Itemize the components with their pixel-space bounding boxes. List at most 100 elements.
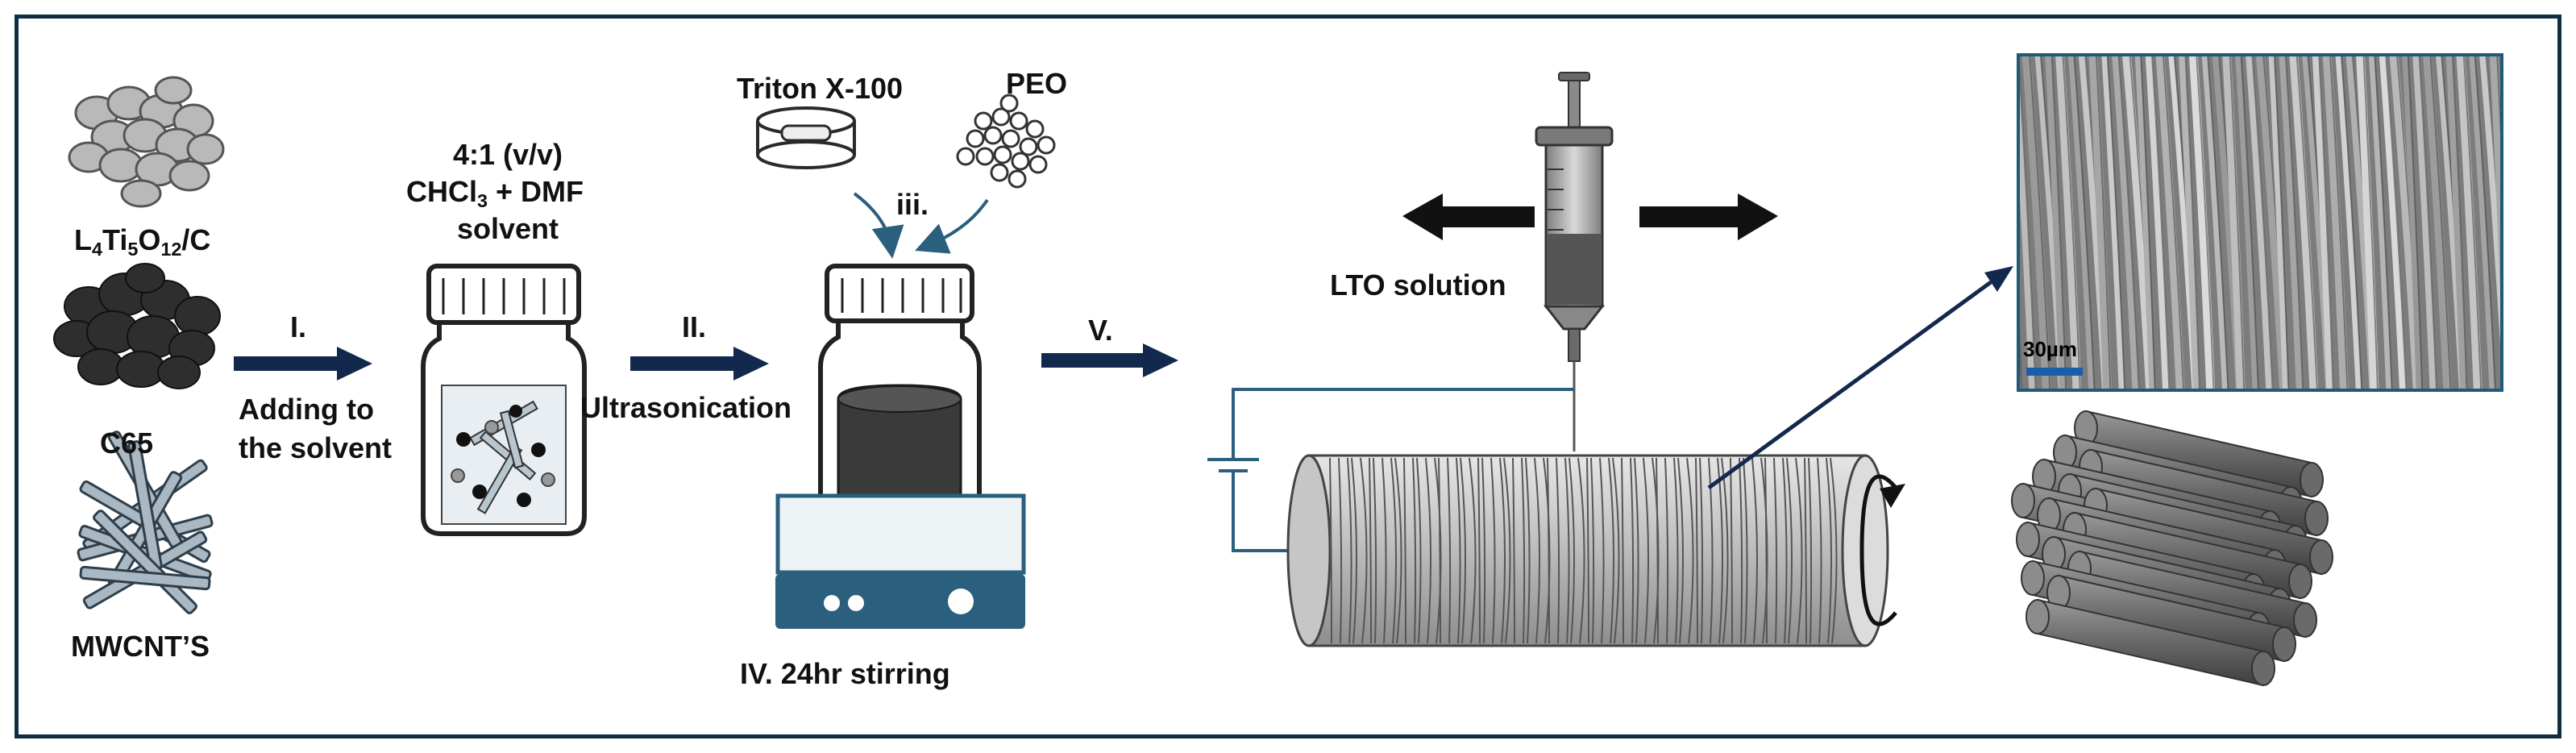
sem-fiber-shadow [2151, 56, 2171, 389]
sem-fiber-shadow [2095, 56, 2112, 389]
wound-fiber [1360, 457, 1368, 644]
wound-fiber [1826, 457, 1833, 644]
step-1-text-line1: Adding to [239, 393, 374, 426]
triton-dish-icon [756, 106, 856, 169]
zoom-arrow-icon [1707, 266, 2013, 490]
rod [2074, 410, 2324, 498]
sem-fiber [2246, 56, 2274, 389]
sem-fiber-shadow [2362, 56, 2379, 389]
sem-image [2017, 53, 2503, 392]
wound-fiber [1786, 457, 1793, 644]
wound-fiber [1577, 457, 1585, 644]
wound-fiber [1329, 457, 1332, 644]
wound-fiber [1512, 457, 1515, 644]
magnetic-stirrer-icon [775, 493, 1026, 629]
wound-fiber [1469, 457, 1477, 644]
sem-fiber-shadow [2496, 56, 2500, 135]
sem-fiber-shadow [2296, 56, 2318, 389]
power-supply-circuit-icon [1207, 388, 1574, 552]
sem-fiber [2368, 56, 2392, 389]
sem-fiber [2456, 56, 2483, 389]
sem-fiber [2289, 56, 2319, 389]
wound-fiber [1425, 457, 1432, 644]
sem-fiber [2088, 56, 2112, 389]
sem-fiber-shadow [2374, 56, 2393, 389]
lto-particles-icon [68, 76, 225, 208]
wound-fiber [1695, 457, 1698, 644]
wound-fiber [1338, 457, 1343, 644]
wound-fiber [1830, 457, 1838, 644]
sem-fiber [2379, 56, 2407, 389]
sem-fiber-shadow [2184, 56, 2200, 389]
lto-label: L4Ti5O12/C [74, 223, 211, 260]
sem-fiber-shadow [2196, 56, 2215, 389]
sem-fiber [2101, 56, 2125, 389]
solvent-word-label: solvent [456, 212, 559, 245]
step-4-text: IV. 24hr stirring [740, 657, 950, 690]
sem-fiber [2279, 56, 2304, 389]
wound-fiber [1369, 457, 1372, 644]
step-1-text-line2: the solvent [239, 431, 393, 464]
wound-fiber [1764, 457, 1768, 644]
step-5-numeral: V. [1088, 314, 1113, 347]
wound-fiber [1677, 457, 1685, 644]
wound-fiber [1699, 457, 1704, 644]
sem-fiber-shadow [2474, 56, 2496, 389]
rod [2025, 598, 2275, 687]
sem-fiber [2045, 56, 2067, 389]
wound-fiber [1394, 457, 1402, 644]
sem-fiber-shadow [2385, 56, 2408, 389]
wound-fiber [1534, 457, 1541, 644]
sem-fiber [2020, 72, 2037, 389]
wound-fiber [1438, 457, 1441, 644]
solvent-formula-label: CHCl3 + DMF [406, 175, 584, 212]
sem-fiber-shadow [2106, 56, 2126, 389]
sem-fiber-shadow [2117, 56, 2140, 389]
sem-fiber [2145, 56, 2170, 389]
mixture-bottle-icon [818, 264, 982, 533]
sem-fiber [2445, 56, 2467, 389]
sem-fiber [2155, 56, 2185, 389]
solvent-bottle-icon [421, 264, 587, 536]
wound-fiber [1590, 457, 1595, 644]
sem-fiber-shadow [2020, 65, 2037, 389]
solvent-ratio-label: 4:1 (v/v) [452, 138, 563, 171]
wound-fiber [1634, 457, 1639, 644]
syringe-icon [1535, 72, 1614, 451]
arrow-step-1-icon [234, 347, 372, 381]
sem-fiber-shadow [2062, 56, 2081, 389]
wound-fiber [1721, 457, 1729, 644]
sem-fiber [2479, 56, 2500, 345]
sem-fiber-shadow [2274, 56, 2290, 389]
wound-fiber [1804, 457, 1807, 644]
peo-arrow-icon [915, 198, 989, 254]
sem-fiber-shadow [2329, 56, 2349, 389]
move-left-arrow-icon [1402, 193, 1535, 240]
wound-fiber [1556, 457, 1560, 644]
sem-fiber [2235, 56, 2258, 389]
wound-fiber [1525, 457, 1531, 644]
wound-fiber [1664, 457, 1669, 644]
wound-fiber [1568, 457, 1576, 644]
c65-label: C65 [100, 426, 154, 460]
wound-fiber [1612, 457, 1620, 644]
sem-fiber [2489, 56, 2500, 294]
wound-fiber [1373, 457, 1377, 644]
triton-arrow-icon [853, 192, 904, 259]
sem-fiber [2268, 56, 2288, 389]
sem-scale-label: 30µm [2023, 337, 2078, 361]
sem-fiber-shadow [2407, 56, 2424, 389]
wound-fiber [1817, 457, 1822, 644]
wound-fiber [1521, 457, 1526, 644]
sem-fiber [2412, 56, 2437, 389]
sem-fiber [2402, 56, 2422, 389]
sem-fiber [2188, 56, 2216, 389]
sem-fiber-shadow [2284, 56, 2304, 389]
wound-fiber [1416, 457, 1422, 644]
step-2-numeral: II. [682, 310, 707, 343]
sem-fiber-shadow [2207, 56, 2229, 389]
wound-fiber [1499, 457, 1506, 644]
sem-scale-bar [2026, 368, 2083, 376]
fiber-bundle-icon [2011, 410, 2333, 687]
